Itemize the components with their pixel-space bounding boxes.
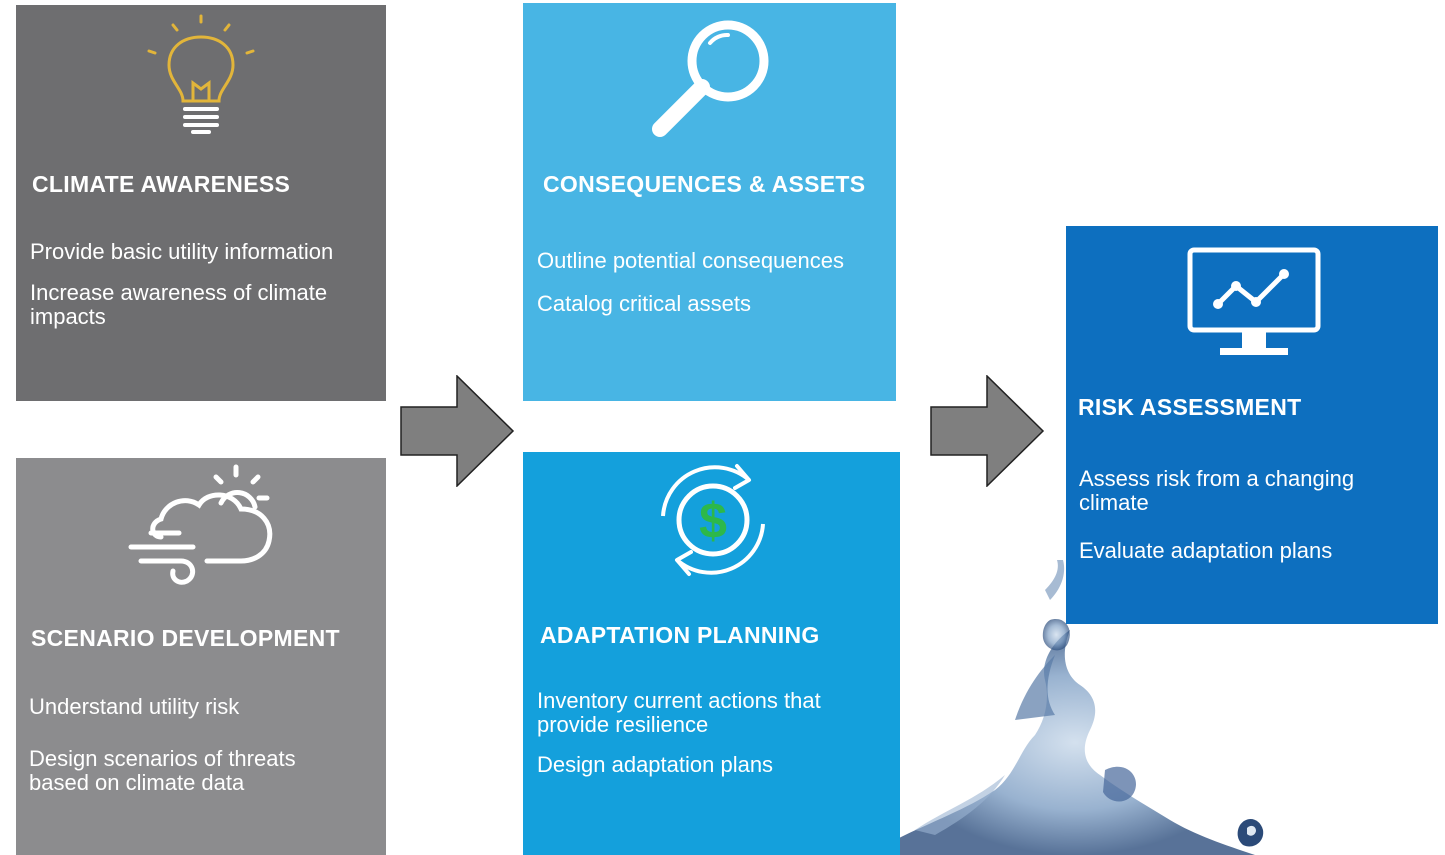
card-title: CONSEQUENCES & ASSETS [543, 171, 866, 197]
card-item: Outline potential consequences [537, 248, 844, 273]
magnifying-glass-icon [652, 20, 769, 137]
right-arrow-icon [930, 375, 1045, 487]
wind-cloud-sun-icon [128, 464, 273, 585]
right-arrow-icon [400, 375, 515, 487]
risk-assessment-card: RISK ASSESSMENT Assess risk from a chang… [1066, 226, 1438, 624]
climate-awareness-card: CLIMATE AWARENESS Provide basic utility … [16, 5, 386, 401]
svg-text:$: $ [699, 493, 727, 549]
card-title: SCENARIO DEVELOPMENT [31, 625, 340, 651]
card-item: Design adaptation plans [537, 752, 774, 777]
card-item: Evaluate adaptation plans [1079, 538, 1333, 563]
card-item: Understand utility risk [29, 694, 240, 719]
lightbulb-icon [147, 14, 255, 134]
scenario-development-card: SCENARIO DEVELOPMENT Understand utility … [16, 458, 386, 855]
card-item: Inventory current actions that provide r… [537, 688, 821, 737]
card-title: RISK ASSESSMENT [1078, 394, 1302, 420]
card-item: Provide basic utility information [30, 239, 334, 264]
card-item: Design scenarios of threats based on cli… [29, 746, 296, 795]
water-splash-image [895, 560, 1264, 855]
card-item: Increase awareness of climate impacts [30, 280, 328, 329]
consequences-assets-card: CONSEQUENCES & ASSETS Outline potential … [523, 3, 896, 401]
card-title: CLIMATE AWARENESS [32, 171, 291, 197]
card-item: Assess risk from a changing climate [1079, 466, 1355, 515]
adaptation-planning-card: $ ADAPTATION PLANNING Inventory current … [523, 452, 900, 855]
monitor-chart-icon [1187, 247, 1321, 355]
card-item: Catalog critical assets [537, 291, 751, 316]
dollar-cycle-icon: $ [661, 464, 765, 576]
card-title: ADAPTATION PLANNING [540, 622, 820, 648]
